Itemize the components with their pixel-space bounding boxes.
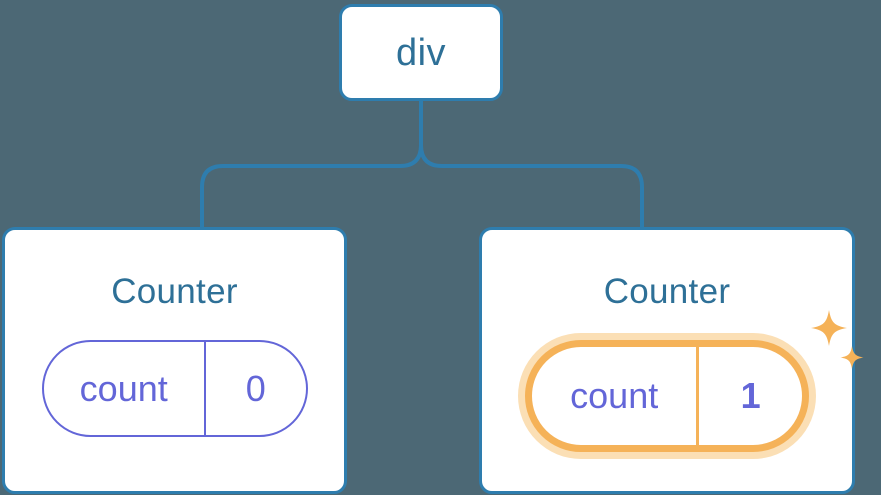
state-value-cell: 0: [206, 342, 306, 435]
node-counter-right[interactable]: Counter count 1: [479, 227, 864, 494]
state-pill-wrapper-right: count 1: [525, 310, 864, 452]
node-root-div[interactable]: div: [339, 4, 503, 101]
state-pill[interactable]: count 0: [41, 340, 308, 437]
state-key-cell: count: [532, 347, 700, 445]
state-value-label: 1: [740, 375, 761, 416]
state-key-label: count: [79, 367, 168, 409]
connector-path-left: [200, 98, 423, 229]
card-title: Counter: [603, 272, 731, 311]
state-value-label: 0: [245, 367, 266, 409]
node-counter-left[interactable]: Counter count 0: [2, 227, 347, 494]
state-key-label: count: [570, 375, 659, 416]
root-label: div: [395, 31, 447, 74]
state-key-cell: count: [44, 342, 206, 435]
sparkle-icon-small: [840, 346, 864, 369]
state-pill-wrapper-left: count 0: [41, 340, 308, 437]
sparkles-group: [811, 310, 864, 369]
card-title: Counter: [111, 272, 238, 311]
state-pill-highlighted[interactable]: count 1: [525, 340, 809, 452]
connector-path-right: [419, 98, 644, 229]
sparkle-icon-large: [811, 310, 847, 346]
state-value-cell: 1: [699, 347, 802, 445]
